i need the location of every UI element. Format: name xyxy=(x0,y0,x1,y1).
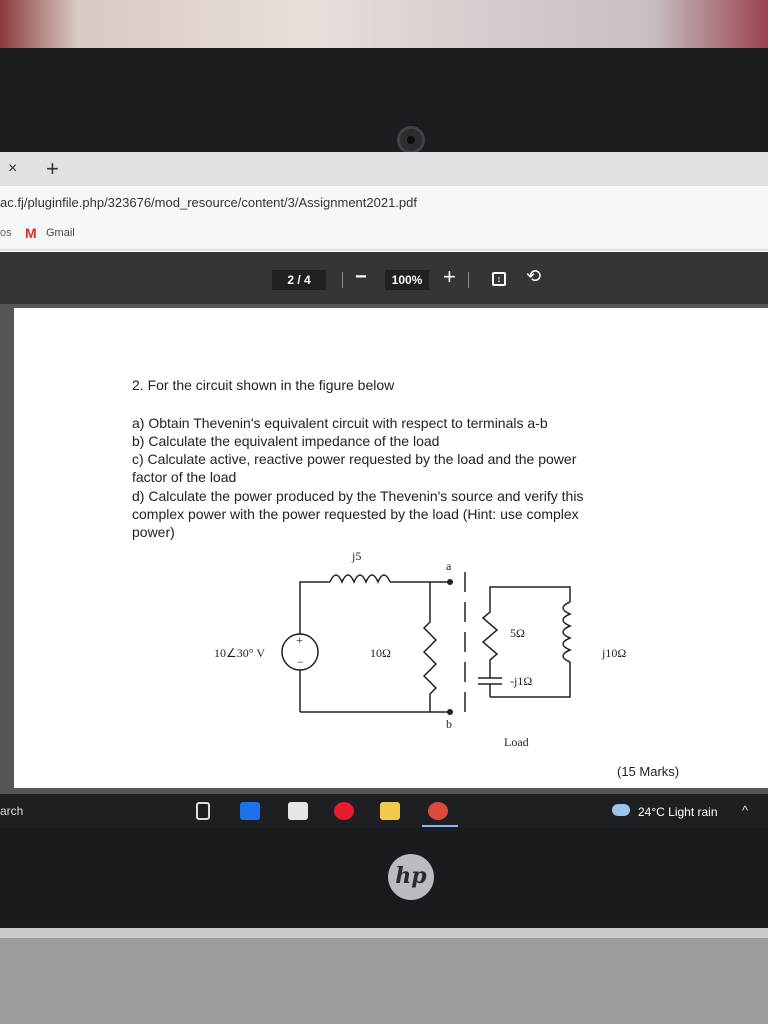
gmail-icon[interactable]: M xyxy=(25,225,37,241)
zoom-level[interactable]: 100% xyxy=(385,270,429,290)
store-icon[interactable] xyxy=(288,802,308,820)
label-minus-j1ohm: -j1Ω xyxy=(510,674,532,688)
bookmark-item-partial[interactable]: os xyxy=(0,227,12,239)
laptop-hinge xyxy=(0,928,768,938)
fit-page-icon[interactable]: ↕ xyxy=(492,272,506,286)
laptop-screen: × + ac.fj/pluginfile.php/323676/mod_reso… xyxy=(0,152,768,828)
question-part-c-cont: factor of the load xyxy=(132,469,237,485)
new-tab-button[interactable]: + xyxy=(46,156,59,181)
url-text[interactable]: ac.fj/pluginfile.php/323676/mod_resource… xyxy=(0,195,418,210)
label-source: 10∠30° V xyxy=(214,646,265,660)
label-5ohm: 5Ω xyxy=(510,626,525,640)
cloud-rain-icon[interactable] xyxy=(612,804,630,816)
marks-label: (15 Marks) xyxy=(617,764,680,779)
pdf-page xyxy=(14,308,768,788)
page-indicator[interactable]: 2 / 4 xyxy=(272,270,326,290)
opera-icon[interactable] xyxy=(334,802,354,820)
terminal-b-dot xyxy=(447,709,453,715)
browser-tab-bar: × + xyxy=(0,152,768,186)
rotate-icon[interactable]: ⟲ xyxy=(526,266,542,286)
source-plus-sign: + xyxy=(296,633,303,647)
chevron-up-icon[interactable]: ^ xyxy=(742,803,749,818)
source-minus-sign: − xyxy=(297,655,304,669)
weather-widget[interactable]: 24°C Light rain xyxy=(638,805,718,819)
laptop-base xyxy=(0,928,768,1024)
question-part-d-cont: complex power with the power requested b… xyxy=(132,506,579,522)
label-j5: j5 xyxy=(351,549,361,563)
circuit-diagram: + − j5 10∠30° V 10Ω a b 5Ω -j1Ω j10Ω Loa… xyxy=(214,549,626,749)
question-part-a: a) Obtain Thevenin's equivalent circuit … xyxy=(132,415,548,431)
question-part-b: b) Calculate the equivalent impedance of… xyxy=(132,433,440,449)
question-part-c: c) Calculate active, reactive power requ… xyxy=(132,451,577,467)
bookmark-gmail[interactable]: Gmail xyxy=(46,227,75,239)
question-part-d: d) Calculate the power produced by the T… xyxy=(132,488,584,504)
label-j10ohm: j10Ω xyxy=(601,646,626,660)
terminal-a-dot xyxy=(447,579,453,585)
task-view-icon[interactable] xyxy=(196,802,210,820)
laptop-bottom-bezel xyxy=(0,828,768,928)
toolbar-divider xyxy=(468,272,469,288)
file-explorer-icon[interactable] xyxy=(380,802,400,820)
active-app-indicator xyxy=(422,825,458,827)
zoom-in-button[interactable]: + xyxy=(443,264,456,289)
toolbar-divider xyxy=(342,272,343,288)
hp-logo: hp xyxy=(388,854,434,900)
bookmarks-bar: os M Gmail xyxy=(0,220,768,250)
taskbar-search[interactable]: arch xyxy=(0,804,24,818)
question-title: 2. For the circuit shown in the figure b… xyxy=(132,377,395,393)
label-terminal-b: b xyxy=(446,717,452,731)
label-load: Load xyxy=(504,735,529,749)
mail-icon[interactable] xyxy=(240,802,260,820)
question-part-d-cont2: power) xyxy=(132,524,175,540)
label-terminal-a: a xyxy=(446,559,452,573)
chrome-icon[interactable] xyxy=(428,802,448,820)
label-10ohm: 10Ω xyxy=(370,646,391,660)
webcam-icon xyxy=(397,126,425,154)
laptop-top-bezel xyxy=(0,48,768,154)
address-bar[interactable]: ac.fj/pluginfile.php/323676/mod_resource… xyxy=(0,186,768,220)
windows-taskbar: arch 24°C Light rain ^ xyxy=(0,794,768,828)
zoom-out-button[interactable]: − xyxy=(355,266,367,288)
pdf-toolbar: 2 / 4 − 100% + ↕ ⟲ xyxy=(0,252,768,304)
close-tab-icon[interactable]: × xyxy=(8,160,18,177)
